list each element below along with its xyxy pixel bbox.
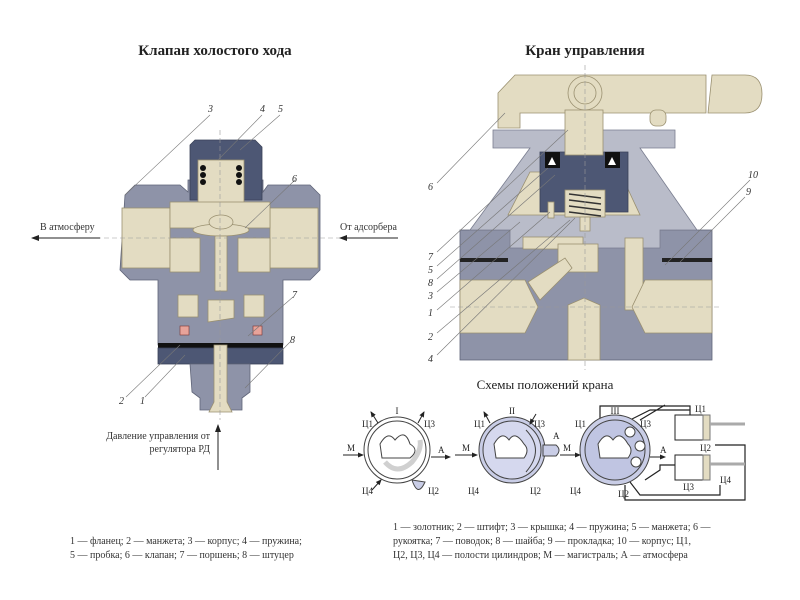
tap-label-3: 3 — [427, 291, 433, 302]
s2-m: М — [462, 443, 470, 453]
pin — [547, 201, 555, 219]
part-label-8: 8 — [290, 335, 295, 346]
tap-label-7: 7 — [428, 252, 434, 263]
control-pressure-line1: Давление управления от — [106, 431, 210, 442]
part-label-2: 2 — [119, 396, 124, 407]
scheme-position-2: Ц1 II Ц3 М А Ц4 Ц2 — [455, 406, 560, 496]
part-label-3: 3 — [207, 104, 213, 115]
s1-a: А — [438, 445, 445, 455]
from-adsorber-label: От адсорбера — [340, 222, 397, 233]
s1-c1: Ц1 — [362, 419, 373, 429]
idle-valve-legend-line2: 5 — пробка; 6 — клапан; 7 — поршень; 8 —… — [70, 550, 294, 561]
tap-legend-line3: Ц2, Ц3, Ц4 — полости цилиндров; М — маги… — [393, 550, 688, 561]
handle-stop — [649, 109, 667, 127]
cyl-c2: Ц2 — [700, 443, 711, 453]
idle-valve-section: Клапан холостого хода — [31, 43, 400, 561]
tap-label-9: 9 — [746, 187, 751, 198]
s3-c2: Ц2 — [618, 489, 629, 499]
control-pressure-line2: регулятора РД — [150, 444, 211, 455]
handle — [497, 74, 707, 129]
part-label-4: 4 — [260, 104, 265, 115]
s2-pos: II — [509, 406, 515, 416]
tap-label-5: 5 — [428, 265, 433, 276]
right-port — [631, 279, 713, 334]
bottom-port — [567, 297, 601, 361]
s1-c4: Ц4 — [362, 486, 373, 496]
idle-valve-title: Клапан холостого хода — [138, 43, 292, 59]
inlet-port — [269, 207, 319, 269]
control-tap-title: Кран управления — [525, 43, 644, 59]
valve-stem — [214, 235, 228, 292]
idle-valve-legend-line1: 1 — фланец; 2 — манжета; 3 — корпус; 4 —… — [70, 536, 302, 547]
s2-c2: Ц2 — [530, 486, 541, 496]
cyl-c4: Ц4 — [720, 475, 731, 485]
s3-c3: Ц3 — [640, 419, 651, 429]
s2-c4: Ц4 — [468, 486, 479, 496]
inlet-channel — [237, 237, 271, 273]
tap-legend-line2: рукоятка; 7 — поводок; 8 — шайба; 9 — пр… — [393, 536, 691, 547]
valve-dome — [208, 214, 234, 230]
cyl-c3: Ц3 — [683, 482, 694, 492]
piston-right — [243, 294, 265, 318]
piston — [207, 299, 235, 323]
tap-label-6: 6 — [428, 182, 433, 193]
part-label-5: 5 — [278, 104, 283, 115]
tap-label-8: 8 — [428, 278, 433, 289]
s2-c1: Ц1 — [474, 419, 485, 429]
fitting-channel — [208, 344, 233, 413]
part-label-6: 6 — [292, 174, 297, 185]
s1-m: М — [347, 443, 355, 453]
tap-label-1: 1 — [428, 308, 433, 319]
left-port — [459, 279, 539, 334]
s3-a: А — [660, 445, 667, 455]
s3-c1: Ц1 — [575, 419, 586, 429]
cuff-left — [179, 325, 190, 336]
s3-m: М — [563, 443, 571, 453]
s2-a: А — [553, 431, 560, 441]
tap-label-4: 4 — [428, 354, 433, 365]
scheme-position-1: Ц1 I Ц3 М А Ц4 Ц2 — [343, 406, 451, 496]
cuff-right — [252, 325, 263, 336]
cyl-c1: Ц1 — [695, 404, 706, 414]
schemes-title: Схемы положений крана — [477, 377, 614, 392]
tap-legend-line1: 1 — золотник; 2 — штифт; 3 — крышка; 4 —… — [393, 522, 711, 533]
s2-c3: Ц3 — [534, 419, 545, 429]
control-tap-section: Кран управления — [343, 43, 763, 561]
s1-c2: Ц2 — [428, 486, 439, 496]
part-label-7: 7 — [292, 290, 298, 301]
handle-shaft — [564, 109, 604, 156]
part-label-1: 1 — [140, 396, 145, 407]
piston-left — [177, 294, 199, 318]
diagonal-channel — [527, 257, 573, 301]
tap-label-2: 2 — [428, 332, 433, 343]
s1-pos: I — [396, 406, 399, 416]
handle-grip — [707, 74, 763, 114]
tap-label-10: 10 — [748, 170, 758, 181]
s3-c4: Ц4 — [570, 486, 581, 496]
s3-pos: III — [611, 406, 620, 416]
scheme-position-3: Ц1 III Ц3 М А Ц4 Ц2 Ц1 Ц2 Ц3 Ц4 — [560, 404, 746, 501]
s1-c3: Ц3 — [424, 419, 435, 429]
to-atmosphere-label: В атмосферу — [40, 222, 95, 233]
outlet-channel — [169, 237, 201, 273]
